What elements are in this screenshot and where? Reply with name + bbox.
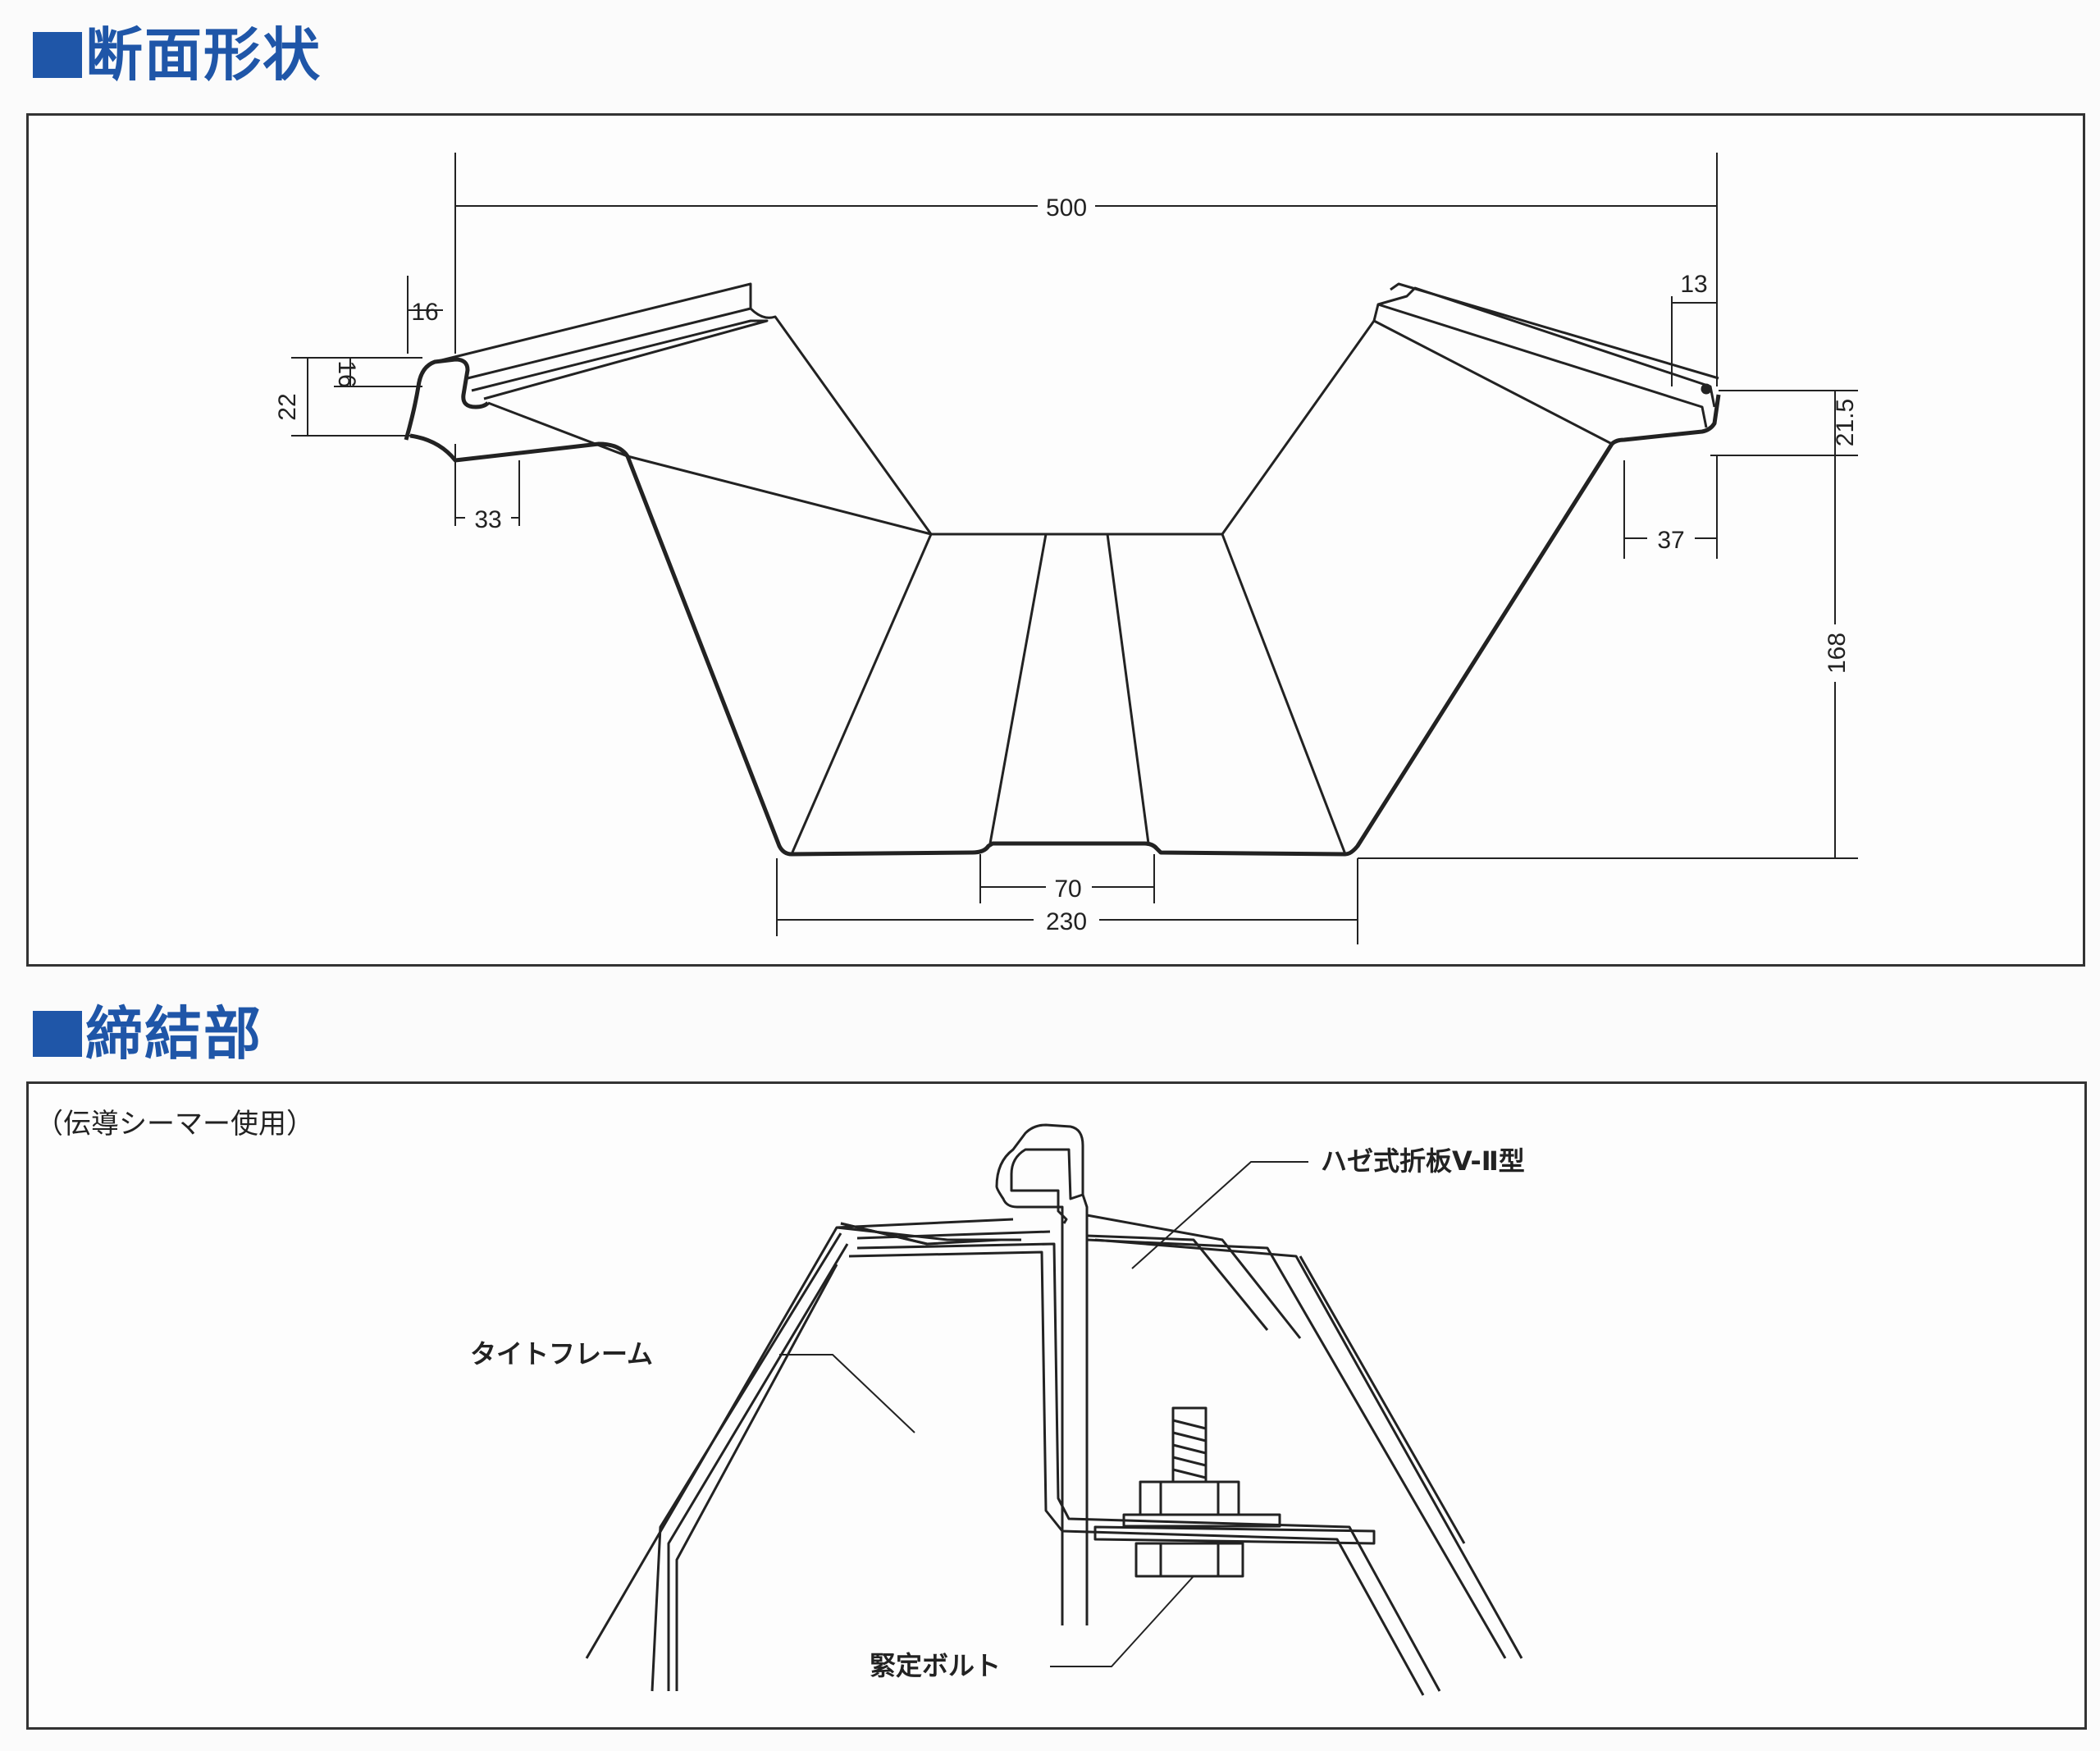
dim-height: 168 <box>1824 633 1851 674</box>
profile-outline <box>409 394 1721 857</box>
dim-right-top: 13 <box>1680 271 1707 298</box>
label-panel: ハゼ式折板V-Ⅱ型 <box>1321 1145 1525 1177</box>
heading-marker-icon <box>33 32 82 78</box>
dim-left-inner: 16 <box>333 360 360 387</box>
label-bolt: 緊定ボルト <box>870 1650 1001 1681</box>
dim-right-seam: 21.5 <box>1832 399 1859 446</box>
dim-bottom-width: 230 <box>1046 908 1087 935</box>
heading-marker-icon <box>33 1011 82 1057</box>
cross-section-panel: 500 16 22 16 33 13 21.5 37 168 70 230 <box>26 113 2085 967</box>
section1-title: 断面形状 <box>85 21 322 89</box>
section2-title: 締結部 <box>85 1000 262 1068</box>
bolt-head <box>1134 1542 1244 1578</box>
dim-left-offset: 33 <box>474 506 501 533</box>
left-seam-hook <box>404 357 490 441</box>
label-frame: タイトフレーム <box>470 1338 653 1369</box>
dim-500: 500 <box>1046 194 1087 222</box>
cross-section-drawing: 500 16 22 16 33 13 21.5 37 168 70 230 <box>274 153 1859 944</box>
dim-left-outer: 22 <box>274 393 301 420</box>
section1-heading: 断面形状 <box>33 26 322 84</box>
fastening-note: （伝導シーマー使用） <box>35 1108 314 1141</box>
dim-bottom-rib: 70 <box>1054 876 1081 903</box>
dim-left-top: 16 <box>411 299 438 326</box>
dim-right-offset: 37 <box>1657 527 1684 554</box>
fastening-panel: （伝導シーマー使用） <box>26 1081 2087 1730</box>
bolt-nut <box>1139 1480 1240 1516</box>
tight-frame <box>1086 1214 1302 1339</box>
section2-heading: 締結部 <box>33 1005 262 1063</box>
fastening-drawing: （伝導シーマー使用） <box>35 1108 1525 1696</box>
seam-profile <box>995 1123 1084 1224</box>
